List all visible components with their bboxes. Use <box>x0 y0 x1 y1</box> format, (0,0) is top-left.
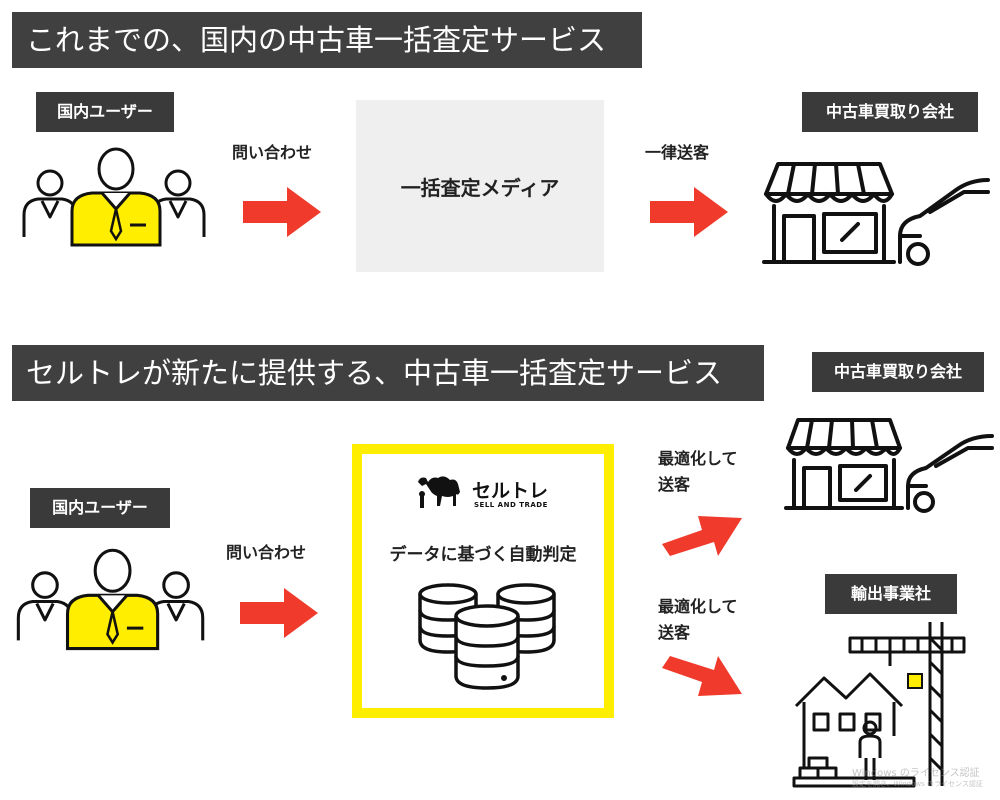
bottom-arrow-up-text: 最適化して 送客 <box>658 446 738 498</box>
auto-judgement-text: データに基づく自動判定 <box>389 545 577 565</box>
windows-activation-watermark-line1: Windows のライセンス認証 <box>852 768 980 779</box>
bottom-section-title: セルトレが新たに提供する、中古車一括査定サービス <box>12 345 764 401</box>
database-icon <box>418 583 556 690</box>
store-and-car-icon <box>762 162 990 266</box>
top-arrow1-text: 問い合わせ <box>232 143 313 162</box>
top-dealer-label: 中古車買取り会社 <box>802 92 978 132</box>
bulk-appraisal-media-box: 一括査定メディア <box>356 100 604 272</box>
top-user-label: 国内ユーザー <box>36 92 174 132</box>
users-group-icon <box>22 147 206 247</box>
arrow-down-text-line2: 送客 <box>658 623 691 642</box>
bottom-arrow1-text: 問い合わせ <box>226 543 307 562</box>
exporter-label: 輸出事業社 <box>825 574 957 614</box>
houses-and-crane-icon <box>792 622 966 788</box>
arrow-up-text-line1: 最適化して <box>658 449 738 468</box>
diagonal-down-arrow-icon <box>662 656 742 696</box>
right-arrow-icon <box>240 588 318 638</box>
right-arrow-icon <box>650 187 728 237</box>
users-group-icon <box>16 548 205 651</box>
arrow-down-text-line1: 最適化して <box>658 597 738 616</box>
bottom-dealer-label: 中古車買取り会社 <box>812 352 984 392</box>
selltre-service-box: セルトレ SELL AND TRADE データに基づく自動判定 <box>352 444 614 718</box>
arrow-up-text-line2: 送客 <box>658 475 691 494</box>
bottom-arrow-down-text: 最適化して 送客 <box>658 594 738 646</box>
bottom-user-label: 国内ユーザー <box>30 488 170 528</box>
brand-name: セルトレ <box>472 480 549 502</box>
store-and-car-icon <box>784 418 994 513</box>
windows-activation-watermark-line2: 設定を開き、Windows のライセンス認証 <box>852 780 983 788</box>
right-arrow-icon <box>243 187 321 237</box>
top-arrow2-text: 一律送客 <box>645 143 710 162</box>
camel-logo-icon <box>418 476 460 508</box>
brand-subtitle: SELL AND TRADE <box>474 501 548 509</box>
diagonal-up-arrow-icon <box>662 516 742 556</box>
top-section-title: これまでの、国内の中古車一括査定サービス <box>12 12 642 68</box>
